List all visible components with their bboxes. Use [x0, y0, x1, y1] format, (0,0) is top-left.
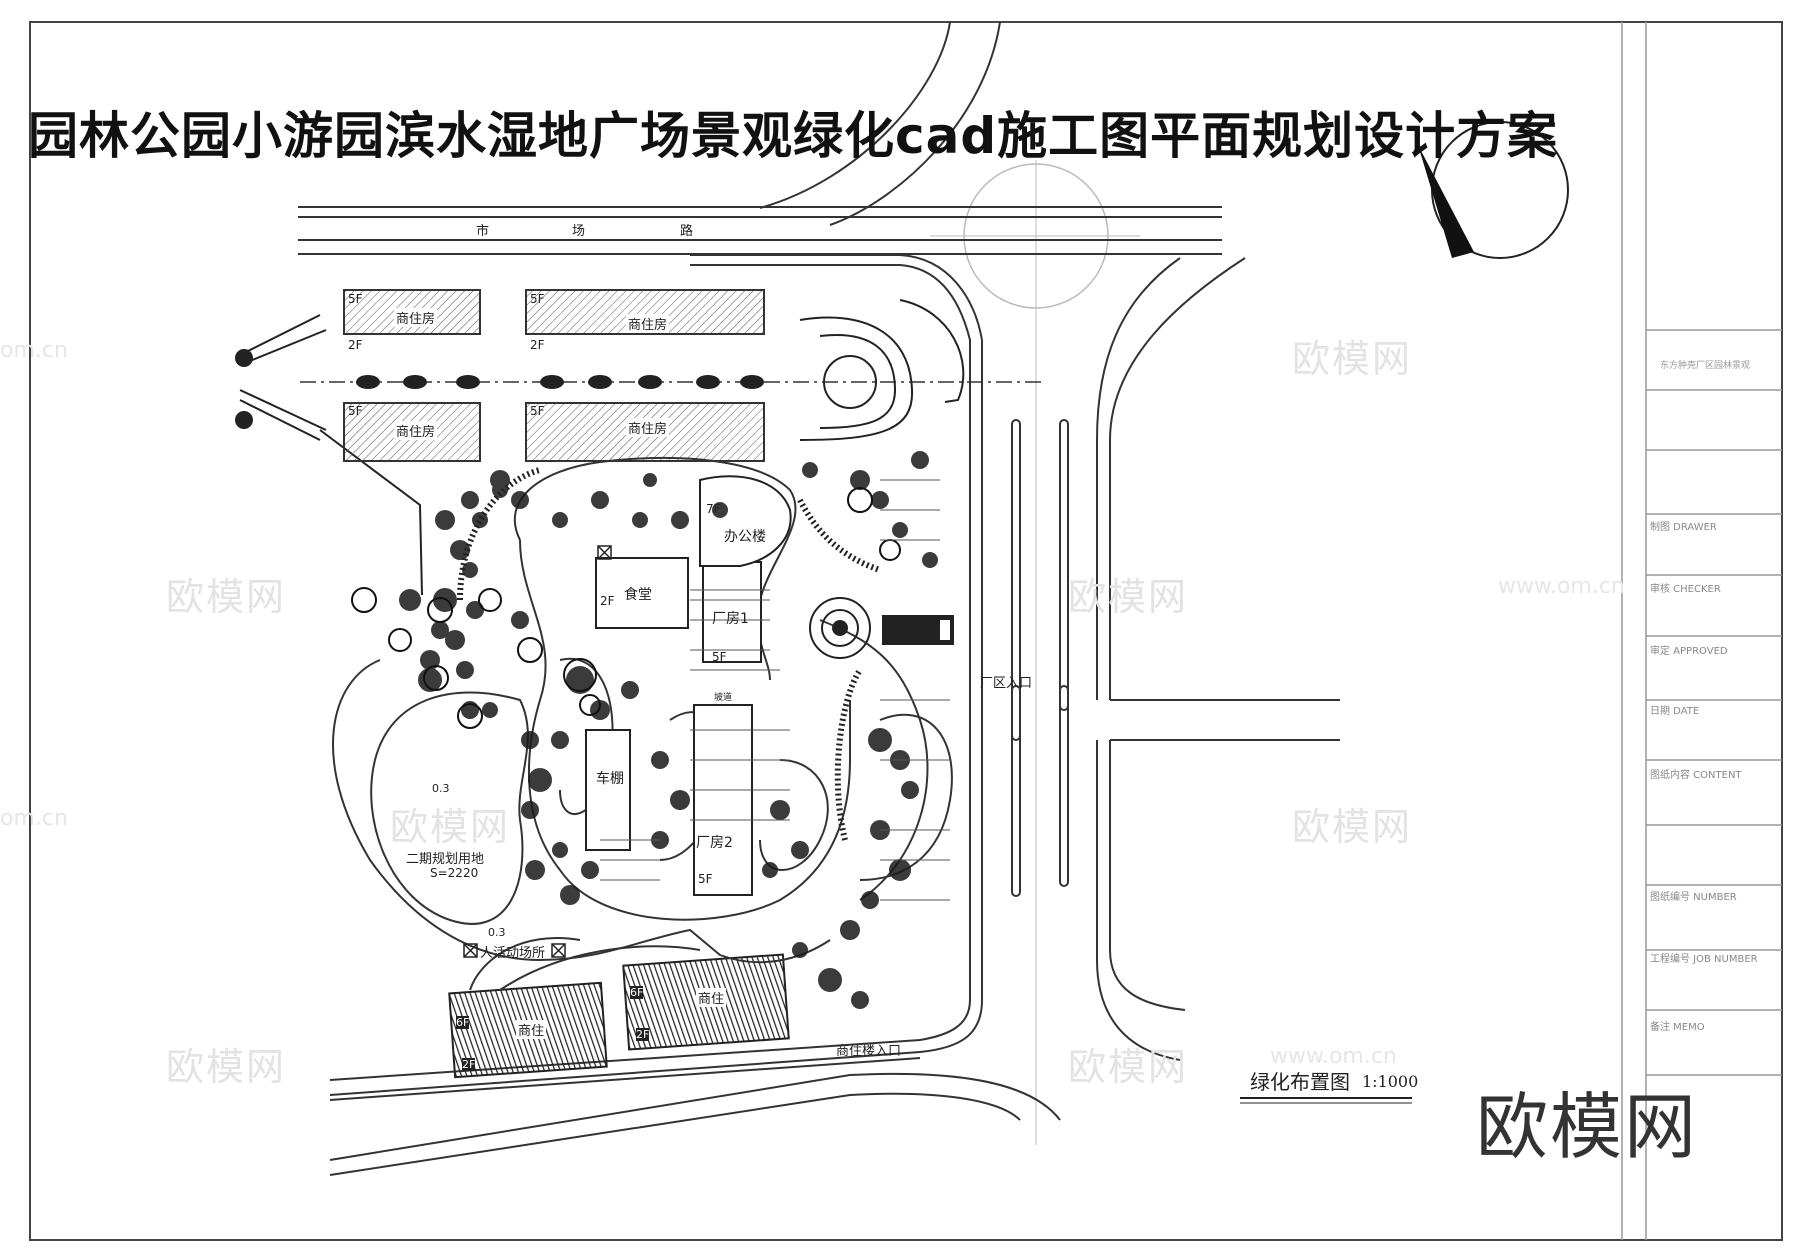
- floor-label: 2F: [530, 338, 545, 352]
- building-label-shop: 商住: [516, 1020, 547, 1039]
- floor-label: 5F: [348, 292, 363, 306]
- watermark: 欧模网: [166, 1045, 287, 1089]
- activity-label: 人活动场所: [480, 946, 546, 961]
- building-outlines: [585, 475, 792, 896]
- floor-label-factory1: 5F: [712, 650, 727, 664]
- floor-label-office: 7F: [706, 502, 721, 516]
- floor-label-shop: 6F: [630, 986, 644, 999]
- building-label-factory1: 厂房1: [712, 611, 749, 627]
- parking-left: [235, 314, 423, 596]
- building-label-office: 办公楼: [724, 529, 766, 545]
- factory-entrance-label: 厂区入口: [980, 676, 1033, 691]
- floor-label: 5F: [348, 404, 363, 418]
- watermark-url: www.om.cn: [1270, 1044, 1397, 1069]
- drawing-frame: [29, 21, 1783, 1241]
- elevation-label: 0.3: [488, 926, 506, 939]
- ramp-label: 坡道: [714, 693, 733, 703]
- title-block-checker: 审核 CHECKER: [1650, 584, 1721, 595]
- shop-entrance-label: 商住楼入口: [836, 1044, 902, 1059]
- watermark: 欧模网: [1068, 575, 1189, 619]
- elevation-label: 0.3: [432, 782, 450, 795]
- drawing-title: 绿化布置图: [1250, 1070, 1350, 1094]
- tree-symbols: [351, 487, 901, 729]
- title-block-content: 图纸内容 CONTENT: [1650, 770, 1742, 781]
- road-label-market-3: 路: [680, 224, 694, 239]
- floor-label-shop: 6F: [456, 1016, 470, 1029]
- watermark-url: om.cn: [0, 338, 68, 363]
- title-block-job-number: 工程编号 JOB NUMBER: [1650, 954, 1758, 965]
- title-block: [1621, 22, 1782, 1240]
- floor-label: 5F: [530, 404, 545, 418]
- title-block-number: 图纸编号 NUMBER: [1650, 892, 1737, 903]
- phase2-land: [370, 691, 529, 925]
- road-label-market-2: 场: [572, 224, 586, 239]
- watermark-url: www.om.cn: [1498, 574, 1625, 599]
- building-label-residential: 商住房: [394, 308, 438, 327]
- brand-logo: 欧模网: [1476, 1085, 1699, 1169]
- tree-clusters: [399, 451, 938, 1009]
- floor-label: 5F: [530, 292, 545, 306]
- central-plaza: [809, 597, 954, 659]
- floor-label-shop: 2F: [636, 1028, 650, 1041]
- building-label-residential: 商住房: [394, 421, 438, 440]
- watermark: 欧模网: [1068, 1045, 1189, 1089]
- title-block-drawer: 制图 DRAWER: [1650, 522, 1717, 533]
- tree-row: [356, 375, 764, 389]
- building-label-shop2: 商住: [696, 988, 727, 1007]
- watermark: 欧模网: [1292, 805, 1413, 849]
- watermark: 欧模网: [1292, 337, 1413, 381]
- title-block-project: 东方肿壳厂区园林景观: [1660, 361, 1751, 371]
- residential-blocks: [343, 289, 765, 462]
- annotation-leaders: [600, 479, 950, 901]
- road-label-market-1: 市: [476, 224, 490, 239]
- hedges: [457, 467, 881, 841]
- activity-markers: [463, 545, 612, 958]
- phase2-label: 二期规划用地: [406, 852, 485, 867]
- building-label-factory2: 厂房2: [696, 832, 733, 852]
- ne-plaza: [799, 299, 965, 441]
- title-block-approved: 审定 APPROVED: [1650, 646, 1728, 657]
- title-block-date: 日期 DATE: [1650, 706, 1700, 717]
- phase2-area: S=2220: [430, 866, 479, 880]
- floor-label-shop: 2F: [462, 1058, 476, 1071]
- watermark: 欧模网: [166, 575, 287, 619]
- floor-label: 2F: [348, 338, 363, 352]
- park-paths: [332, 456, 953, 991]
- roads: [298, 21, 1340, 1176]
- north-arrow-icon: [1418, 121, 1569, 259]
- page-title: 园林公园小游园滨水湿地广场景观绿化cad施工图平面规划设计方案: [28, 107, 1559, 165]
- drawing-scale: 1:1000: [1362, 1072, 1419, 1091]
- watermark-url: om.cn: [0, 806, 68, 831]
- floor-label-factory2: 5F: [698, 872, 713, 886]
- title-block-memo: 备注 MEMO: [1650, 1022, 1705, 1033]
- building-label-carport: 车棚: [596, 771, 624, 787]
- watermark: 欧模网: [390, 805, 511, 849]
- building-label-residential: 商住房: [626, 314, 670, 333]
- building-label-residential: 商住房: [626, 418, 670, 437]
- floor-label-canteen: 2F: [600, 594, 615, 608]
- building-label-canteen: 食堂: [624, 587, 652, 603]
- shop-blocks: [448, 953, 790, 1079]
